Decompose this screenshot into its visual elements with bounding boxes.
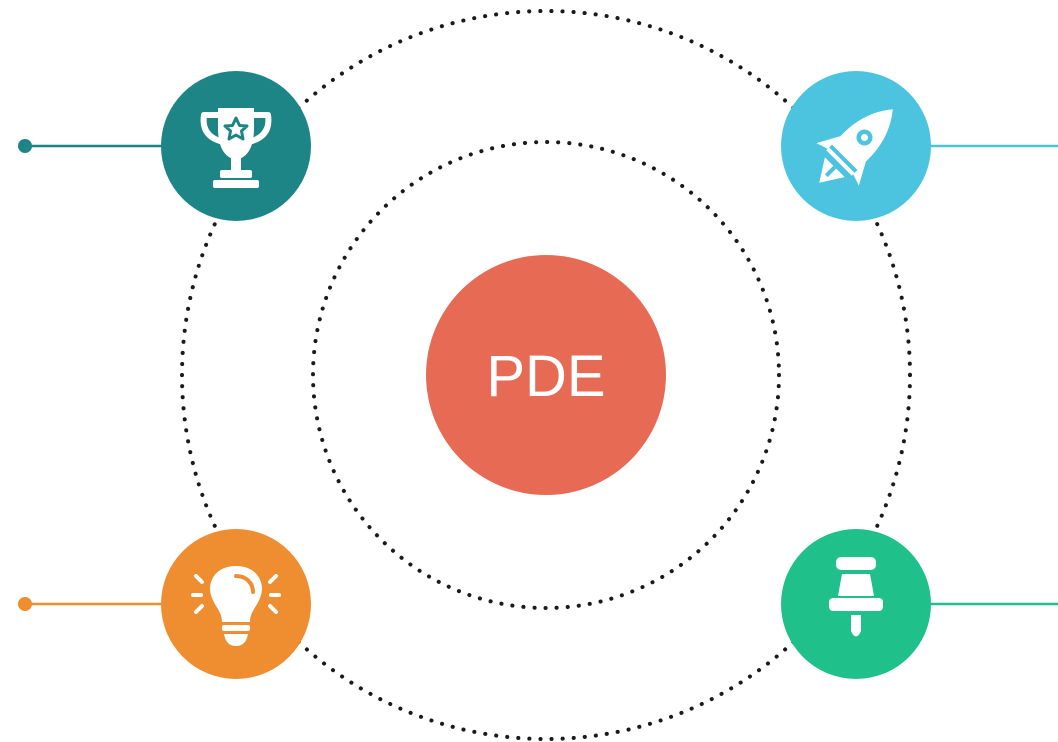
connector-top-left xyxy=(18,139,170,153)
node-top-right xyxy=(781,71,931,221)
outer-orbit-ring xyxy=(180,9,912,741)
pushpin-icon xyxy=(829,557,883,637)
rocket-icon xyxy=(816,109,893,186)
connector-bottom-left xyxy=(18,597,170,611)
node-top-left xyxy=(161,71,311,221)
node-bottom-right xyxy=(781,529,931,679)
trophy-icon xyxy=(200,108,272,188)
center-circle xyxy=(426,255,666,495)
center-label: PDE xyxy=(486,344,605,409)
node-bottom-left xyxy=(161,529,311,679)
center-node: PDE xyxy=(426,255,666,495)
lightbulb-icon xyxy=(191,566,281,646)
inner-orbit-ring xyxy=(311,140,781,610)
